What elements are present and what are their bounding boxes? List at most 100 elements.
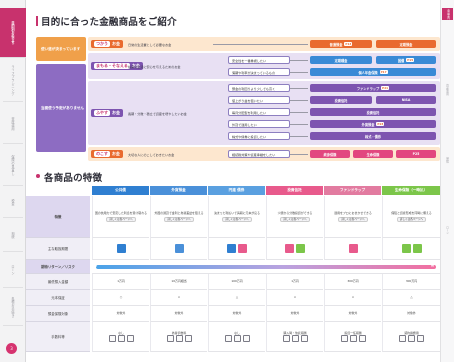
doc-icon (417, 335, 424, 343)
col-head-4: ファンドラップ (324, 186, 381, 195)
feature-pill[interactable]: 詳しくは各ページへ (222, 216, 252, 223)
min-cell-1: 10万円相当 (150, 274, 207, 290)
doc-icon (184, 335, 192, 343)
question-1: 満期や利率が決まっているもの (228, 68, 290, 76)
left-tab-3[interactable]: 保険の見直し (3, 146, 23, 186)
feature-pill[interactable]: 詳しくは各ページへ (396, 216, 427, 223)
doc-icon (358, 335, 366, 343)
result-toushin-2[interactable]: 投資信託 (310, 108, 436, 116)
connector-line (290, 112, 308, 113)
left-tab-1[interactable]: ライフプランニング (3, 60, 23, 102)
left-tab-0[interactable]: 目的別お役立ち (0, 8, 26, 58)
period-icon (401, 244, 411, 253)
period-icon (227, 244, 236, 253)
feature-pill[interactable]: 詳しくは各ページへ (280, 216, 310, 223)
question-7: 相続税対策や資産承継をしたい (228, 150, 290, 158)
result-teiki[interactable]: 定期預金 (376, 40, 436, 48)
right-tab-1[interactable]: 資産運用 (445, 84, 450, 96)
doc-icon (175, 335, 183, 343)
left-tab-5[interactable]: 相続 (3, 220, 23, 252)
period-cell-4 (324, 238, 381, 260)
principal-cell-0: ○ (92, 290, 149, 306)
connector-line (290, 72, 308, 73)
row-head-features: 特徴 (26, 196, 90, 238)
tag-fuyasu: ふやすお金 (91, 109, 123, 117)
connector-line (290, 124, 308, 125)
risk-low-label: 低 (94, 263, 98, 267)
left-index-tabs: 目的別お役立ち ライフプランニング 資産運用 保険の見直し 税金 相続 ローン … (0, 0, 26, 362)
insurance-cell-2: 対象外 (208, 306, 265, 322)
period-icon (116, 244, 126, 253)
min-cell-0: 1万円 (92, 274, 149, 290)
feature-cell-2: 決まった利払いで満期に元本が戻る詳しくは各ページへ (208, 196, 265, 238)
result-kokusai-label: 国債 (397, 58, 405, 63)
fee-icons (282, 335, 308, 343)
doc-icon (117, 335, 125, 343)
fee-cell-3: 購入時・信託報酬 (266, 322, 323, 352)
tag-mamoru-label: まもる・そなえる (94, 63, 130, 69)
section2-bullet (36, 174, 40, 178)
fee-icons (166, 335, 192, 343)
feature-pill[interactable]: 詳しくは各ページへ (106, 216, 136, 223)
tag-tsukau-label: つかう (94, 41, 110, 47)
desc-mamoru: 将来の生活に安心を与えるためのお金 (128, 65, 181, 69)
tag-fuyasu-suffix: お金 (112, 110, 120, 115)
left-tab-6[interactable]: ローン (3, 254, 23, 288)
doc-icon (282, 335, 290, 343)
question-0: 安全性を一番重視したい (228, 56, 290, 64)
period-icon (296, 244, 305, 253)
tag-mamoru: まもる・そなえるお金 (91, 62, 143, 70)
period-cell-2 (208, 238, 265, 260)
page-ref: P13 (344, 42, 353, 46)
doc-icon (408, 335, 415, 343)
fee-icons (224, 335, 250, 343)
row-head-min-amount: 最低預入金額 (26, 274, 90, 290)
fee-icons (340, 335, 366, 343)
risk-row (92, 260, 440, 274)
feature-cell-0: 国の信用力で安定した利息を受け取れる詳しくは各ページへ (92, 196, 149, 238)
section-title-products: 目的に合った金融商品をご紹介 (36, 14, 177, 28)
fee-text: なし (118, 330, 124, 335)
left-tab-4[interactable]: 税金 (3, 188, 23, 218)
fee-cell-5: 契約諸費用 (382, 322, 440, 352)
feature-cell-4: 運用をプロにおまかせできる詳しくは各ページへ (324, 196, 381, 238)
feature-text: 外国の通貨で金利と為替差益を狙える (154, 210, 204, 215)
result-teikitsumikin[interactable]: 定期積金 (310, 56, 372, 64)
result-futsuu-label: 普通預金 (329, 42, 343, 47)
doc-icon (224, 335, 232, 343)
doc-icon (349, 335, 357, 343)
result-seimei[interactable]: 生命保険 (353, 150, 393, 158)
left-tab-2[interactable]: 資産運用 (3, 104, 23, 144)
desc-nokosu: 大切な人にのこしておきたいお金 (128, 153, 175, 157)
page-ref: P17 (379, 70, 388, 74)
right-tab-0[interactable]: 商品案内 (442, 8, 453, 20)
fee-cell-0: なし (92, 322, 149, 352)
col-head-5: 生命保険（一時払） (382, 186, 440, 195)
question-4: 毎月分配型を利用したい (228, 108, 290, 116)
feature-pill[interactable]: 詳しくは各ページへ (164, 216, 194, 223)
question-5: 外貨で運用したい (228, 120, 290, 128)
tag-mamoru-suffix: お金 (131, 63, 140, 68)
result-toushin[interactable]: 投資信託 (310, 96, 372, 104)
feature-text: 少額から分散投資ができる (277, 210, 313, 215)
result-kabushiki[interactable]: 株式・債券 (310, 132, 436, 140)
result-pageref[interactable]: P25 (396, 150, 436, 158)
feature-pill[interactable]: 詳しくは各ページへ (338, 216, 368, 223)
doc-icon (126, 335, 134, 343)
insurance-cell-0: 対象外 (92, 306, 149, 322)
connector-line (290, 88, 308, 89)
left-tab-7[interactable]: 各種お手続き (3, 290, 23, 326)
feature-cell-3: 少額から分散投資ができる詳しくは各ページへ (266, 196, 323, 238)
result-nisa[interactable]: NISA (376, 96, 436, 104)
right-tab-2[interactable]: 保険 (445, 157, 450, 163)
right-tab-3[interactable]: ローン (445, 225, 450, 235)
right-index-tabs: 商品案内 資産運用 保険 ローン (440, 0, 454, 362)
result-teiki-label: 定期預金 (399, 42, 413, 47)
result-shuushin[interactable]: 終身保険 (310, 150, 350, 158)
title-accent-mark (36, 16, 38, 26)
